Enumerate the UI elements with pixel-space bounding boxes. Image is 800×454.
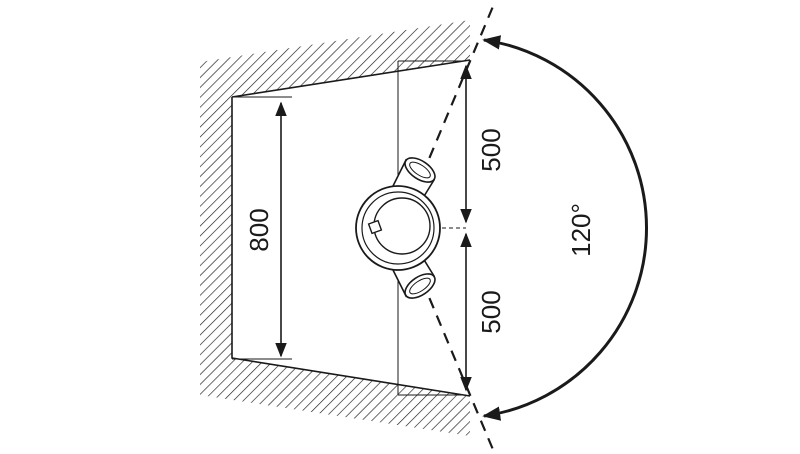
fixture-body-inner xyxy=(373,197,431,255)
label-500-upper: 500 xyxy=(476,128,506,171)
label-800: 800 xyxy=(244,208,274,251)
wall-hatching xyxy=(200,20,470,436)
label-500-lower: 500 xyxy=(476,290,506,333)
light-fixture xyxy=(355,157,441,299)
wall-outline xyxy=(231,59,471,397)
label-angle: 120° xyxy=(566,203,596,257)
angle-arc xyxy=(482,35,649,421)
fixture-screw xyxy=(367,219,383,235)
